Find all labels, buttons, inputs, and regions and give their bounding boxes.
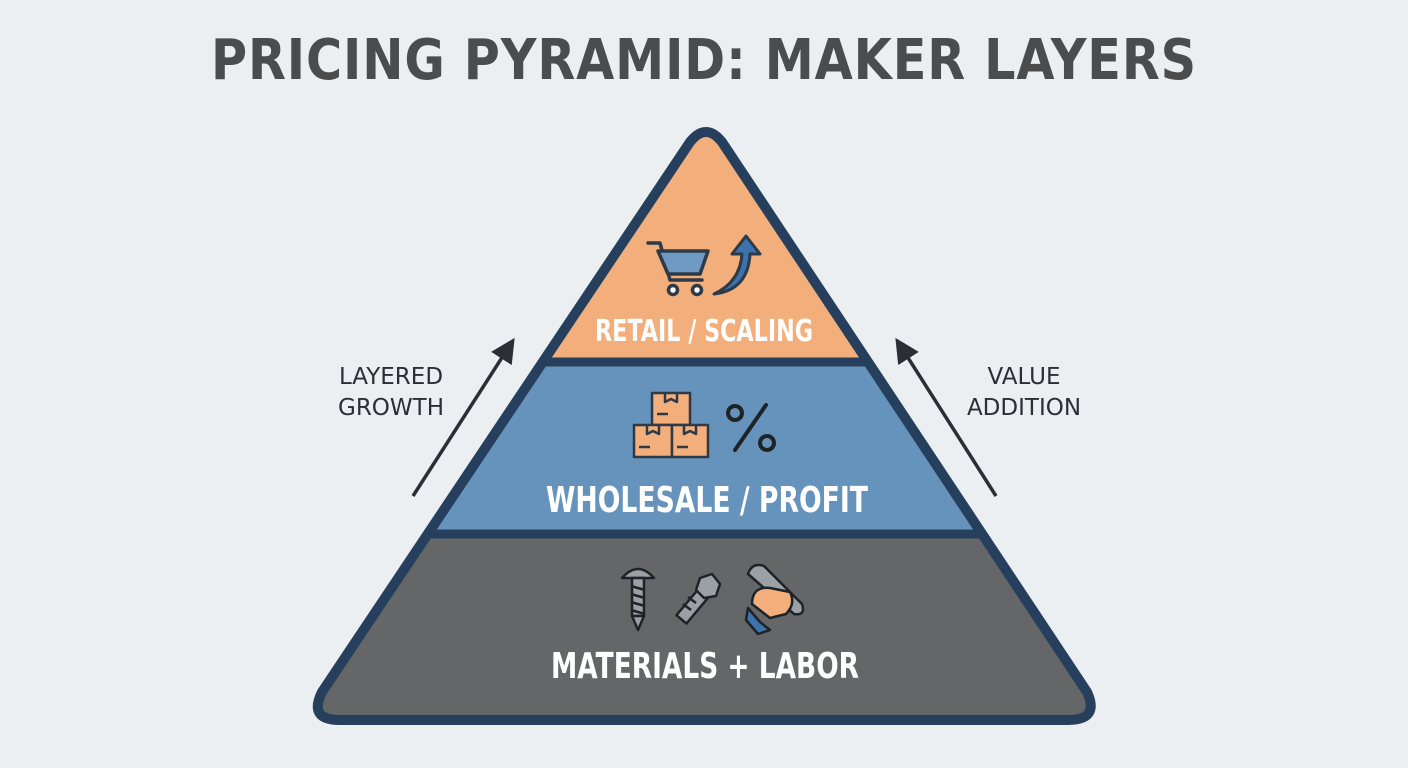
bolt-icon xyxy=(675,572,722,625)
right-value-arrow xyxy=(895,337,998,497)
pyramid-tiers xyxy=(317,132,1091,720)
curved-up-arrow-icon xyxy=(712,234,762,296)
hand-wrench-icon xyxy=(744,563,805,636)
left-label-line-2: GROWTH xyxy=(338,395,444,421)
left-side-label: LAYERED GROWTH xyxy=(291,362,491,424)
right-label-line-1: VALUE xyxy=(987,364,1061,390)
stacked-boxes-icon xyxy=(632,391,710,459)
pyramid-outline xyxy=(312,127,1096,725)
left-label-line-1: LAYERED xyxy=(338,364,444,390)
tier-materials-fill xyxy=(317,534,1091,720)
shopping-cart-icon xyxy=(646,241,710,297)
tier-materials-label: MATERIALS + LABOR xyxy=(551,646,859,687)
tier-wholesale-label: WHOLESALE / PROFIT xyxy=(546,480,868,521)
percent-icon xyxy=(726,403,776,452)
right-side-label: VALUE ADDITION xyxy=(924,362,1124,424)
tier-retail-label: RETAIL / SCALING xyxy=(595,314,813,349)
right-label-line-2: ADDITION xyxy=(966,395,1082,421)
left-growth-arrow xyxy=(411,337,515,497)
diagram-title: PRICING PYRAMID: MAKER LAYERS xyxy=(210,28,1198,93)
screw-icon xyxy=(620,567,656,632)
